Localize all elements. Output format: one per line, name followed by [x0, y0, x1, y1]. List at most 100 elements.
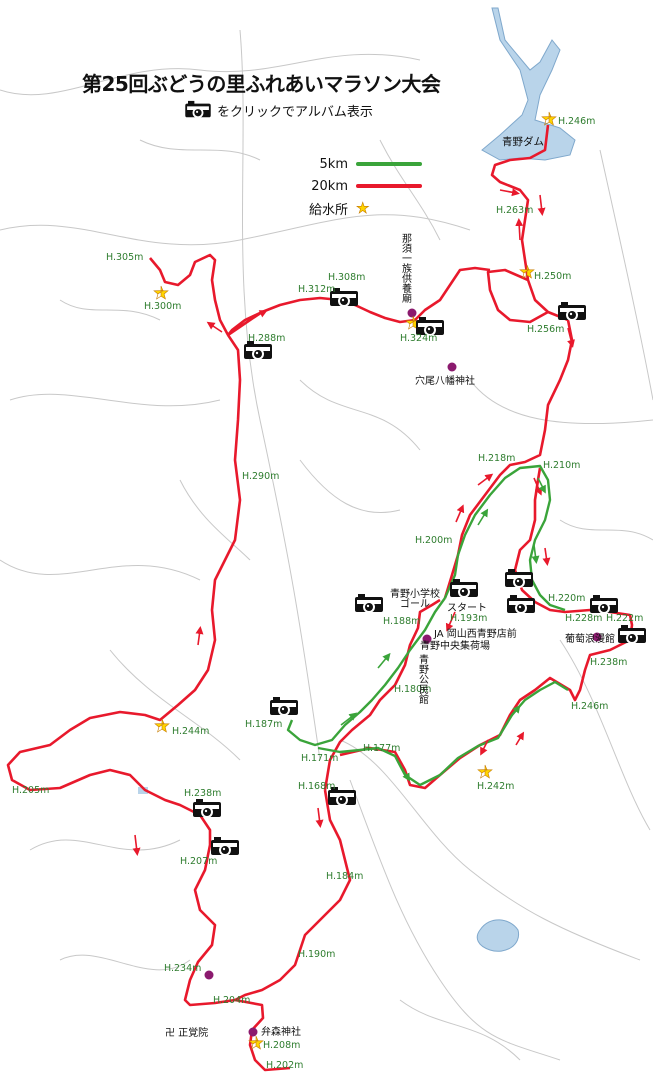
subtitle: をクリックでアルバム表示	[183, 100, 373, 120]
elevation-label: H.300m	[144, 301, 181, 312]
arrow-icon	[537, 477, 546, 494]
arrow-icon	[499, 188, 520, 197]
elevation-label: H.234m	[164, 963, 201, 974]
elevation-label: H.202m	[266, 1060, 303, 1071]
course-20km	[6, 124, 634, 1072]
camera-icon[interactable]	[590, 595, 618, 614]
elevation-labels: H.246m H.263m H.250m H.256m H.305m H.300…	[12, 116, 643, 1071]
elevation-label: H.188m	[383, 616, 420, 627]
arrow-icon	[515, 731, 525, 746]
elevation-label: H.190m	[298, 949, 335, 960]
star-icon	[477, 764, 493, 779]
direction-arrows	[132, 188, 575, 856]
camera-icon[interactable]	[450, 579, 478, 598]
arrow-icon	[537, 194, 546, 216]
arrow-icon	[455, 504, 465, 523]
star-icon	[153, 285, 169, 300]
elevation-label: H.246m	[571, 701, 608, 712]
elevation-label: H.288m	[248, 333, 285, 344]
camera-icon[interactable]	[505, 569, 533, 588]
legend-label-water: 給水所	[308, 202, 348, 218]
arrow-icon	[399, 764, 411, 782]
place-kominkan: 青野公民館	[417, 653, 429, 705]
place-shuka: 青野中央集荷場	[420, 639, 490, 652]
elevation-label: H.205m	[12, 785, 49, 796]
place-anao: 穴尾八幡神社	[415, 374, 475, 387]
place-shrine-top: 那須一族供養廟	[400, 233, 412, 304]
pond-small	[138, 787, 148, 794]
dot-icon	[447, 362, 457, 372]
camera-icon[interactable]	[270, 697, 298, 716]
place-budokan: 葡萄浪漫館	[565, 632, 615, 645]
arrow-icon	[445, 611, 456, 632]
camera-icon	[185, 100, 211, 119]
arrow-icon	[206, 321, 223, 333]
legend: 5km 20km 給水所 ★	[300, 153, 422, 219]
arrow-icon	[567, 327, 575, 348]
camera-icon[interactable]	[558, 302, 586, 321]
elevation-label: H.256m	[527, 324, 564, 335]
arrow-icon	[132, 834, 141, 856]
arrow-icon	[509, 704, 521, 719]
course-5km	[286, 464, 569, 787]
elevation-label: H.308m	[328, 272, 365, 283]
arrow-icon	[477, 473, 494, 486]
dot-icon	[592, 632, 602, 642]
elevation-label: H.263m	[496, 205, 533, 216]
elevation-label: H.250m	[534, 271, 571, 282]
place-temple: 卍 正覚院	[165, 1026, 208, 1039]
elevation-label: H.222m	[606, 613, 643, 624]
arrow-icon	[340, 712, 358, 726]
elevation-label: H.207m	[180, 856, 217, 867]
subtitle-text: をクリックでアルバム表示	[217, 104, 373, 120]
place-bentomori: 弁森神社	[261, 1025, 301, 1038]
place-start: スタート	[447, 602, 487, 614]
elevation-label: H.204m	[213, 995, 250, 1006]
arrow-icon	[542, 547, 551, 566]
arrow-icon	[515, 218, 524, 241]
road-network	[0, 29, 653, 1061]
place-goal: ゴール	[400, 597, 430, 610]
camera-icon[interactable]	[193, 799, 221, 818]
elevation-label: H.177m	[363, 743, 400, 754]
page-title: 第25回ぶどうの里ふれあいマラソン大会	[82, 72, 441, 96]
dot-icon	[204, 970, 214, 980]
elevation-label: H.238m	[184, 788, 221, 799]
landmarks	[204, 308, 602, 1037]
elevation-label: H.228m	[565, 613, 602, 624]
elevation-label: H.244m	[172, 726, 209, 737]
camera-icon[interactable]	[355, 594, 383, 613]
elevation-label: H.200m	[415, 535, 452, 546]
arrow-icon	[480, 739, 489, 756]
elevation-label: H.180m	[394, 684, 431, 695]
elevation-label: H.168m	[298, 781, 335, 792]
elevation-label: H.193m	[450, 613, 487, 624]
elevation-label: H.220m	[548, 593, 585, 604]
arrow-icon	[377, 652, 391, 669]
place-school: 青野小学校	[390, 587, 440, 600]
place-ja: JA 岡山西青野店前	[433, 627, 517, 640]
arrow-icon	[195, 626, 204, 646]
elevation-label: H.171m	[301, 753, 338, 764]
legend-label-5km: 5km	[319, 156, 348, 172]
legend-row-5km: 5km	[300, 153, 422, 175]
elevation-label: H.305m	[106, 252, 143, 263]
elevation-label: H.312m	[298, 284, 335, 295]
place-labels: 青野ダム 穴尾八幡神社 青野小学校 ゴール スタート JA 岡山西青野店前 青野…	[165, 135, 615, 1039]
elevation-label: H.184m	[326, 871, 363, 882]
place-dam: 青野ダム	[502, 135, 544, 148]
dot-icon	[248, 1027, 258, 1037]
camera-buttons[interactable]	[193, 288, 646, 856]
elevation-label: H.187m	[245, 719, 282, 730]
elevation-label: H.210m	[543, 460, 580, 471]
dot-icon	[422, 634, 432, 644]
arrow-icon	[247, 310, 268, 321]
elevation-label: H.290m	[242, 471, 279, 482]
legend-line-20km	[356, 184, 422, 188]
pond-south	[476, 919, 520, 952]
arrow-icon	[315, 807, 324, 828]
elevation-label: H.218m	[478, 453, 515, 464]
camera-icon[interactable]	[211, 837, 239, 856]
dot-icon	[407, 308, 417, 318]
